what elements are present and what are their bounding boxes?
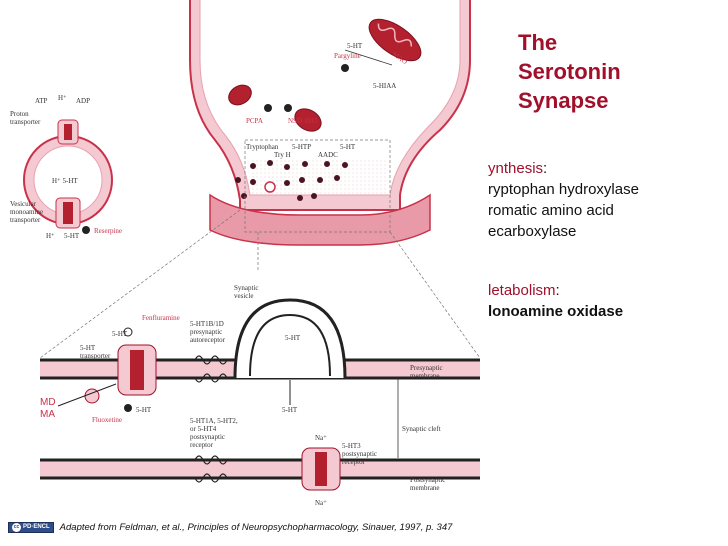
label-ht3-2: postsynaptic [342, 450, 377, 458]
projection-lines [39, 139, 481, 359]
label-5ht-cleft: 5-HT [282, 406, 298, 414]
label-tryh: Try H [274, 151, 291, 159]
label-5ht-a: 5-HT [112, 330, 128, 338]
synthesis-line-3: ecarboxylase [488, 223, 577, 240]
label-h-bottom: H⁺ [46, 232, 55, 240]
fusing-vesicle [233, 298, 347, 379]
reserpine-block-icon [82, 226, 90, 234]
label-ht3-3: receptor [342, 458, 366, 466]
slide-title: The Serotonin Synapse [518, 28, 621, 115]
label-postsynaptic-membrane-2: membrane [410, 484, 440, 492]
label-5ht-transporter-1: 5-HT [80, 344, 96, 352]
serotonin-transporter [117, 344, 157, 396]
synthesis-heading: ynthesis [488, 160, 544, 177]
label-reserpine: Reserpine [94, 227, 122, 235]
label-fluoxetine: Fluoxetine [92, 416, 122, 424]
label-fenfluramine: Fenfluramine [142, 314, 180, 322]
label-postsynaptic-receptor-1: 5-HT1A, 5-HT2, [190, 417, 238, 425]
label-postsynaptic-receptor-4: receptor [190, 441, 214, 449]
footer: cc PD·ENCL Adapted from Feldman, et al.,… [8, 519, 452, 535]
title-line-1: The [518, 30, 558, 55]
presynaptic-terminal-base [209, 193, 431, 246]
label-postsynaptic-membrane-1: Postsynaptic [410, 476, 445, 484]
label-vesicular-1: Vesicular [10, 200, 37, 208]
title-line-2: Serotonin [518, 59, 621, 84]
fenfluramine-icon [123, 327, 133, 337]
label-5ht-transporter-2: transporter [80, 352, 111, 360]
label-autoreceptor-2: presynaptic [190, 328, 222, 336]
label-synaptic-cleft: Synaptic cleft [402, 425, 441, 433]
synthesis-line-1: ryptophan hydroxylase [488, 181, 639, 198]
metabolism-colon: : [555, 282, 560, 299]
label-5ht-syn: 5-HT [340, 143, 356, 151]
label-vesicular-3: transporter [10, 216, 41, 224]
label-tryptophan: Tryptophan [246, 143, 279, 151]
label-pargyline: Pargyline [334, 52, 361, 60]
label-adp: ADP [76, 97, 90, 105]
autoreceptor-coil [194, 355, 228, 383]
mitochondrion [368, 18, 422, 62]
metabolism-section: letabolism: lonoamine oxidase [488, 280, 728, 322]
small-vesicles [235, 160, 348, 201]
title-line-3: Synapse [518, 88, 609, 113]
label-5ht-vesicle: 5-HT [285, 334, 301, 342]
label-autoreceptor-3: autoreceptor [190, 336, 226, 344]
fluoxetine-block-icon [124, 404, 132, 412]
label-presynaptic-2: membrane [410, 372, 440, 380]
label-5ht-bottom: 5-HT [64, 232, 80, 240]
block-icon-right [284, 104, 292, 112]
mdma-label: MDMA [40, 397, 56, 420]
label-postsynaptic-receptor-2: or 5-HT4 [190, 425, 217, 433]
license-badge[interactable]: cc PD·ENCL [8, 521, 54, 533]
label-proton-1: Proton [10, 110, 29, 118]
postsynaptic-membrane [40, 458, 480, 480]
synthesis-line-2: romatic amino acid [488, 202, 614, 219]
label-nsd: NSD 1015 [288, 117, 318, 125]
label-na-top: Na⁺ [315, 434, 327, 442]
metabolism-line: lonoamine oxidase [488, 303, 624, 320]
label-mao-5ht: 5-HT [347, 42, 363, 50]
label-h-5ht: H⁺ 5-HT [52, 177, 78, 185]
citation: Adapted from Feldman, et al., Principles… [59, 521, 453, 533]
label-ht3-1: 5-HT3 [342, 442, 361, 450]
vesicle-detail [23, 119, 113, 229]
storage-vesicle-small [228, 84, 322, 132]
label-synaptic-vesicle-1: Synaptic [234, 284, 259, 292]
label-autoreceptor-1: 5-HT1B/1D [190, 320, 224, 328]
ion-channel-receptor [301, 447, 341, 491]
label-synaptic-vesicle-2: vesicle [234, 292, 253, 300]
synthesis-colon: : [543, 160, 548, 177]
block-icon-left [264, 104, 272, 112]
label-5hiaa: 5-HIAA [373, 82, 396, 90]
label-h-plus: H⁺ [58, 94, 67, 102]
pargyline-block-icon [341, 64, 349, 72]
label-atp: ATP [35, 97, 48, 105]
label-proton-2: transporter [10, 118, 41, 126]
license-badge-text: PD·ENCL [23, 524, 50, 530]
mdma-arrow [57, 383, 117, 407]
synthesis-section: ynthesis: ryptophan hydroxylase romatic … [488, 158, 728, 242]
label-pcpa: PCPA [246, 117, 263, 125]
label-5ht-b: 5-HT [136, 406, 152, 414]
label-vesicular-2: monoamine [10, 208, 43, 216]
label-5htp: 5-HTP [292, 143, 311, 151]
postsynaptic-receptor-coil [194, 455, 228, 483]
label-presynaptic-1: Presynaptic [410, 364, 443, 372]
label-aadc: AADC [318, 151, 338, 159]
exocytosis-pore [264, 181, 276, 193]
label-postsynaptic-receptor-3: postsynaptic [190, 433, 225, 441]
cc-icon: cc [12, 522, 21, 532]
label-na-bottom: Na⁺ [315, 499, 327, 507]
metabolism-heading: letabolism [488, 282, 556, 299]
presynaptic-terminal [189, 0, 471, 211]
